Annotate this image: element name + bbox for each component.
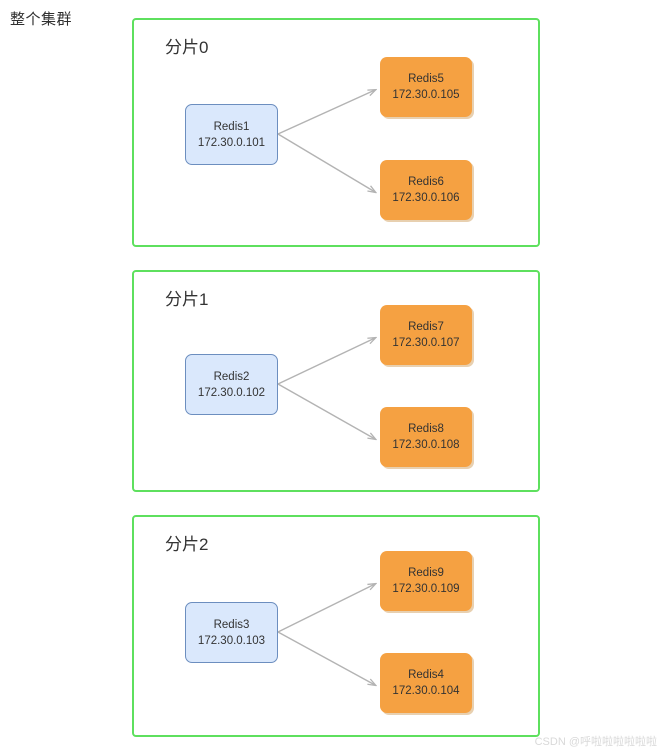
node-name: Redis2 bbox=[213, 370, 250, 383]
node-replica-redis4[interactable]: Redis4 172.30.0.104 bbox=[380, 653, 472, 713]
node-replica-redis9[interactable]: Redis9 172.30.0.109 bbox=[380, 551, 472, 611]
link-master-to-replica-bottom bbox=[277, 631, 375, 685]
shard-label-1: 分片1 bbox=[165, 290, 209, 309]
node-replica-redis6[interactable]: Redis6 172.30.0.106 bbox=[380, 160, 472, 220]
node-ip: 172.30.0.108 bbox=[392, 439, 460, 451]
link-master-to-replica-top bbox=[277, 90, 375, 135]
watermark: CSDN @呼啦啦啦啦啦啦 bbox=[534, 736, 657, 748]
link-master-to-replica-bottom bbox=[277, 133, 375, 192]
node-replica-redis5[interactable]: Redis5 172.30.0.105 bbox=[380, 57, 472, 117]
node-name: Redis3 bbox=[213, 618, 250, 631]
node-master-redis2[interactable]: Redis2 172.30.0.102 bbox=[185, 354, 278, 415]
node-master-redis3[interactable]: Redis3 172.30.0.103 bbox=[185, 602, 278, 663]
node-ip: 172.30.0.109 bbox=[392, 583, 460, 595]
node-ip: 172.30.0.101 bbox=[197, 136, 266, 149]
link-master-to-replica-top bbox=[277, 338, 375, 385]
shard-container-2: 分片2 Redis3 172.30.0.103 Redis9 172.30.0.… bbox=[132, 515, 540, 737]
node-name: Redis7 bbox=[408, 321, 444, 333]
node-master-redis1[interactable]: Redis1 172.30.0.101 bbox=[185, 104, 278, 165]
shard-container-1: 分片1 Redis2 172.30.0.102 Redis7 172.30.0.… bbox=[132, 270, 540, 492]
node-ip: 172.30.0.104 bbox=[392, 685, 460, 697]
page-title: 整个集群 bbox=[10, 11, 73, 28]
node-ip: 172.30.0.103 bbox=[197, 634, 266, 647]
node-name: Redis4 bbox=[408, 669, 444, 681]
link-master-to-replica-bottom bbox=[277, 383, 375, 439]
node-name: Redis9 bbox=[408, 567, 444, 579]
node-name: Redis8 bbox=[408, 423, 444, 435]
shard-label-0: 分片0 bbox=[165, 38, 209, 57]
node-name: Redis5 bbox=[408, 73, 444, 85]
node-ip: 172.30.0.106 bbox=[392, 192, 460, 204]
node-ip: 172.30.0.107 bbox=[392, 337, 460, 349]
node-ip: 172.30.0.105 bbox=[392, 89, 460, 101]
shard-label-2: 分片2 bbox=[165, 535, 209, 554]
node-name: Redis6 bbox=[408, 176, 444, 188]
link-master-to-replica-top bbox=[277, 584, 375, 633]
node-replica-redis7[interactable]: Redis7 172.30.0.107 bbox=[380, 305, 472, 365]
node-ip: 172.30.0.102 bbox=[197, 386, 266, 399]
shard-container-0: 分片0 Redis1 172.30.0.101 Redis5 172.30.0.… bbox=[132, 18, 540, 247]
node-replica-redis8[interactable]: Redis8 172.30.0.108 bbox=[380, 407, 472, 467]
node-name: Redis1 bbox=[213, 120, 250, 133]
